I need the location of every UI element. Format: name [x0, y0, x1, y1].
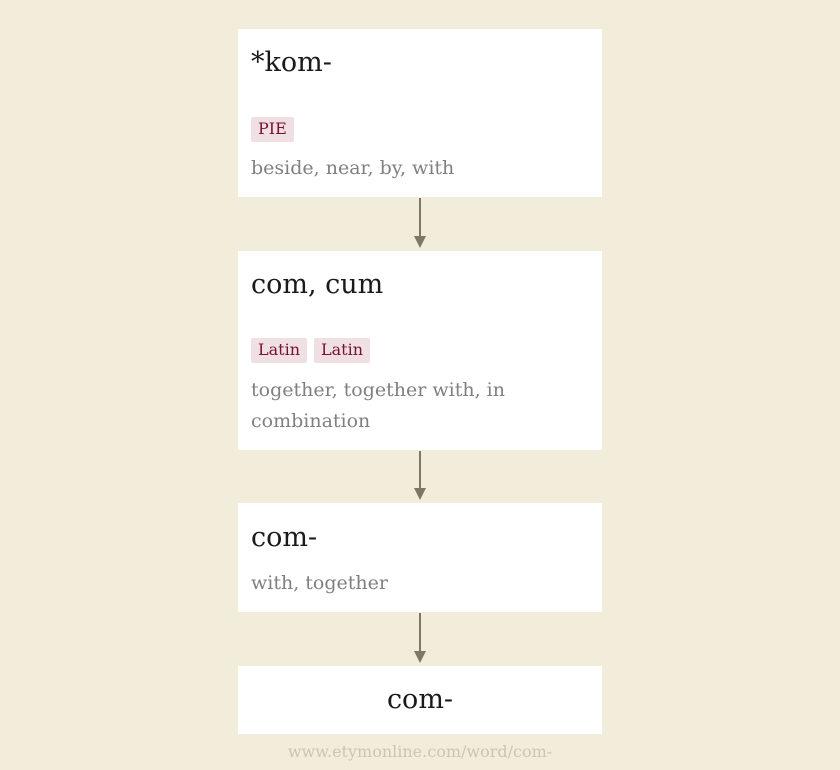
node-gloss: with, together	[251, 572, 388, 594]
source-url: www.etymonline.com/word/com-	[287, 742, 553, 761]
node-title: *kom-	[251, 47, 332, 78]
language-tag: PIE	[251, 117, 294, 142]
etymology-node-english-prefix[interactable]: com- with, together	[238, 503, 602, 612]
language-tags: Latin Latin	[251, 338, 371, 363]
node-gloss: beside, near, by, with	[251, 157, 455, 179]
arrow-down-icon	[414, 451, 426, 500]
etymology-node-latin[interactable]: com, cum Latin Latin together, together …	[238, 251, 602, 450]
language-tag: Latin	[314, 338, 371, 363]
node-title: com, cum	[251, 269, 384, 300]
node-gloss: together, together with, in combination	[251, 379, 505, 432]
etymology-node-current-word: com-	[238, 666, 602, 734]
arrow-down-icon	[414, 613, 426, 663]
language-tags: PIE	[251, 117, 294, 142]
etymology-node-pie[interactable]: *kom- PIE beside, near, by, with	[238, 29, 602, 197]
current-word-title: com-	[386, 684, 454, 715]
arrow-down-icon	[414, 198, 426, 248]
node-title: com-	[251, 522, 318, 553]
language-tag: Latin	[251, 338, 308, 363]
